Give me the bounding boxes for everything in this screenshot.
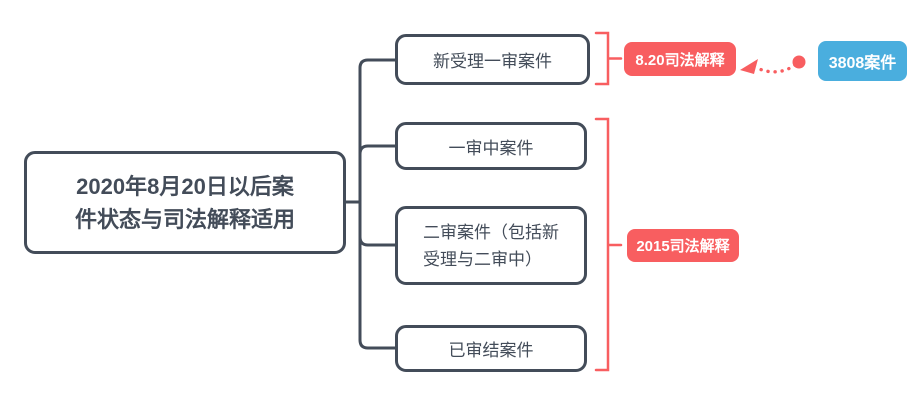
node-label: 二审案件（包括新 受理与二审中） (423, 219, 559, 273)
connector-child-1 (358, 58, 397, 204)
root-topic-line-1: 2020年8月20日以后案 (76, 173, 294, 199)
node-label: 一审中案件 (448, 138, 534, 158)
tree-connectors (344, 58, 397, 350)
callout-label: 8.20司法解释 (635, 51, 725, 69)
node-label-line-2: 受理与二审中） (423, 249, 542, 269)
callout-label: 2015司法解释 (636, 238, 730, 255)
node-concluded-case[interactable]: 已审结案件 (395, 325, 587, 372)
node-label: 已审结案件 (448, 341, 534, 360)
connector-child-2 (358, 144, 397, 204)
arrowhead-icon (740, 59, 758, 74)
callout-case-count-3808[interactable]: 3808案件 (818, 41, 907, 81)
node-label-line-1: 二审案件（包括新 (423, 222, 559, 242)
node-second-instance-case[interactable]: 二审案件（包括新 受理与二审中） (395, 206, 587, 285)
connector-child-4 (358, 200, 397, 350)
node-in-first-instance-case[interactable]: 一审中案件 (395, 122, 587, 170)
bracket-820 (594, 31, 623, 86)
root-topic-line-2: 件状态与司法解释适用 (74, 206, 295, 232)
arrow-start-dot-icon (792, 55, 806, 69)
callout-rule-2015[interactable]: 2015司法解释 (627, 229, 739, 262)
connector-child-3 (358, 200, 397, 247)
node-label: 新受理一审案件 (433, 52, 552, 71)
bracket-2015 (594, 117, 623, 372)
node-new-first-instance-case[interactable]: 新受理一审案件 (395, 34, 590, 85)
red-brackets (594, 31, 623, 372)
arrow-dotted-curve (755, 63, 797, 74)
callout-label: 3808案件 (828, 55, 897, 72)
root-topic-node[interactable]: 2020年8月20日以后案 件状态与司法解释适用 (24, 151, 346, 254)
dotted-arrow (740, 55, 806, 74)
callout-rule-820[interactable]: 8.20司法解释 (624, 42, 736, 76)
